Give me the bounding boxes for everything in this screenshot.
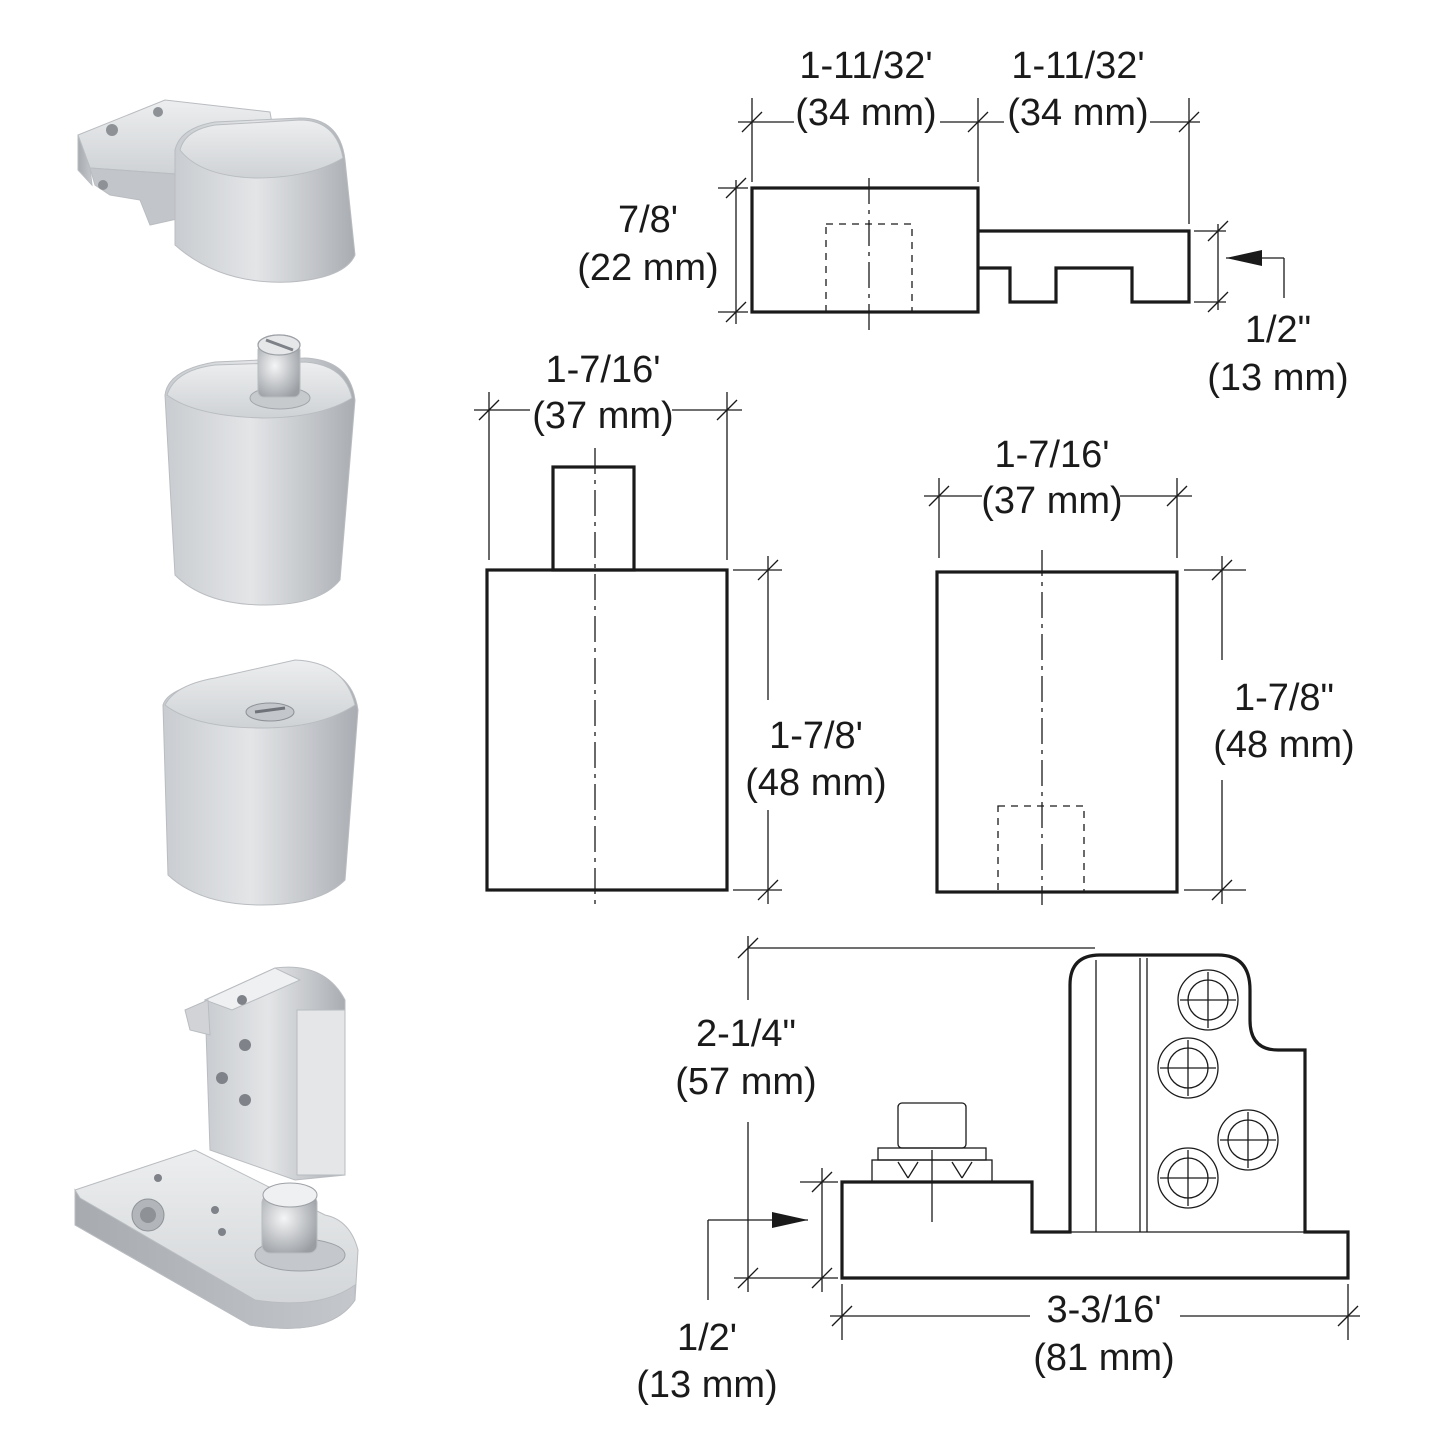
pin-block-height-imperial: 1-7/8' xyxy=(769,715,863,757)
bracket-height-metric: (57 mm) xyxy=(675,1061,816,1103)
bracket-screw-2 xyxy=(1157,1037,1219,1099)
bracket-length-metric: (81 mm) xyxy=(1033,1337,1174,1379)
photo-bottom-pivot-bracket xyxy=(74,966,359,1329)
top-view-slot-imperial: 1/2" xyxy=(1245,309,1311,351)
pin-block-pin xyxy=(551,465,636,572)
top-view-width-a-metric: (34 mm) xyxy=(795,92,936,134)
pin-block-width-imperial: 1-7/16' xyxy=(545,349,660,391)
socket-block-height-metric: (48 mm) xyxy=(1213,724,1354,766)
top-view-slot-metric: (13 mm) xyxy=(1207,357,1348,399)
bracket-screw-1 xyxy=(1177,969,1239,1031)
top-view-arm xyxy=(978,229,1191,304)
socket-block-width-metric: (37 mm) xyxy=(981,480,1122,522)
bracket-drawing: 2-1/4" (57 mm) 1/2' (13 mm) 3-3/16' (81 … xyxy=(636,936,1360,1406)
top-view-height-imperial: 7/8' xyxy=(618,199,678,241)
photo-bottom-pivot-block xyxy=(162,659,359,906)
bracket-base-metric: (13 mm) xyxy=(636,1364,777,1406)
socket-block-width-imperial: 1-7/16' xyxy=(994,434,1109,476)
top-view-drawing: 1-11/32' (34 mm) 1-11/32' (34 mm) 7/8' (… xyxy=(577,45,1348,399)
socket-block-height-imperial: 1-7/8" xyxy=(1234,677,1334,719)
pin-block-body xyxy=(485,568,729,892)
photo-top-pivot-pin-block xyxy=(164,334,356,606)
bracket-base xyxy=(840,953,1350,1280)
bracket-length-imperial: 3-3/16' xyxy=(1046,1289,1161,1331)
photo-top-pivot-arm xyxy=(77,99,356,283)
top-view-width-b-imperial: 1-11/32' xyxy=(1011,45,1144,87)
bracket-height-imperial: 2-1/4" xyxy=(696,1013,796,1055)
pin-block-height-metric: (48 mm) xyxy=(745,762,886,804)
top-view-height-metric: (22 mm) xyxy=(577,247,718,289)
bracket-pivot-pin xyxy=(871,1102,993,1222)
socket-block-body xyxy=(935,570,1179,894)
top-view-width-b-metric: (34 mm) xyxy=(1007,92,1148,134)
pin-block-drawing: 1-7/16' (37 mm) 1-7/8' (48 mm) xyxy=(474,349,887,905)
top-view-width-a-imperial: 1-11/32' xyxy=(799,45,932,87)
socket-block-drawing: 1-7/16' (37 mm) 1-7/8" (48 mm) xyxy=(924,434,1355,905)
bracket-base-imperial: 1/2' xyxy=(677,1317,737,1359)
bracket-screw-3 xyxy=(1217,1109,1279,1171)
top-view-body xyxy=(750,186,980,314)
bracket-screw-4 xyxy=(1157,1147,1219,1209)
pin-block-width-metric: (37 mm) xyxy=(532,395,673,437)
